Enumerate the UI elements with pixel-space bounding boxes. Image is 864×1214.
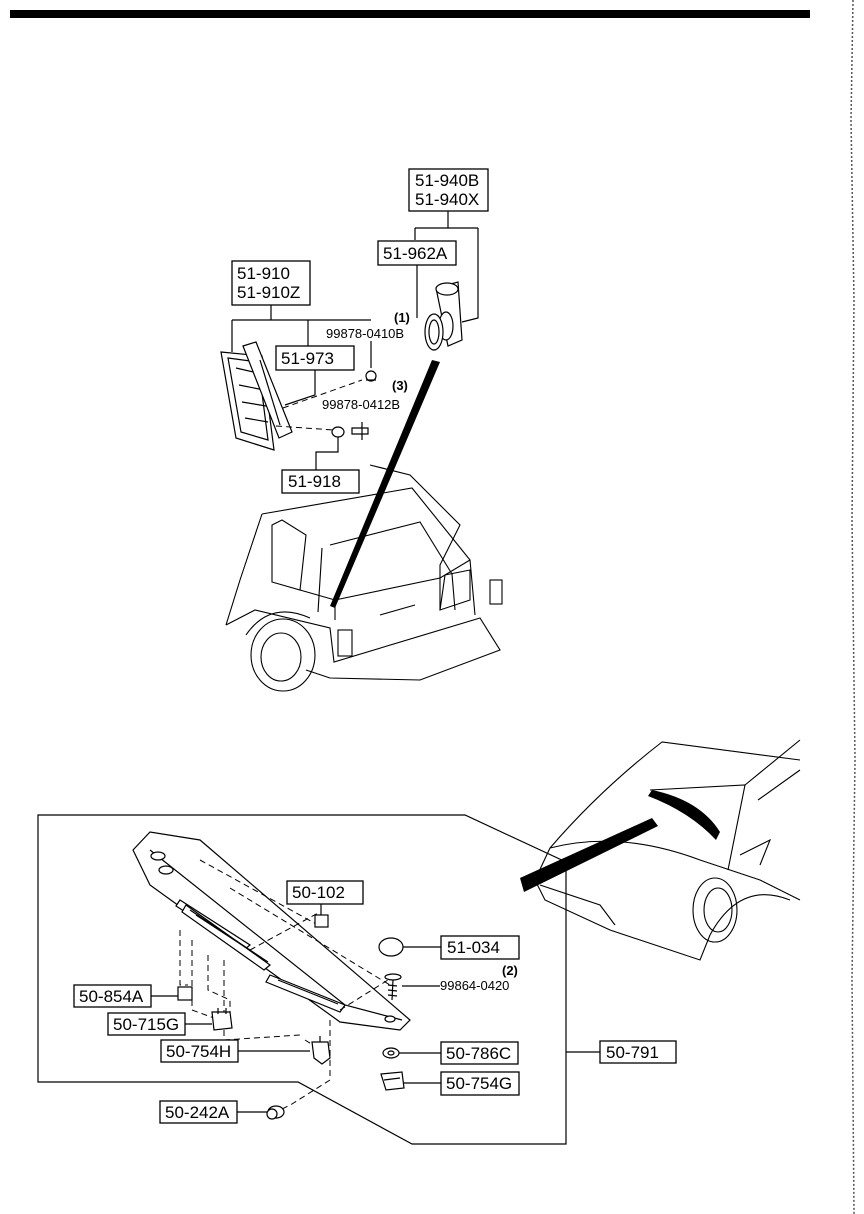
- cowl-grille-panel: [132, 831, 411, 1031]
- clip-51-918-icon: [331, 426, 345, 438]
- upper-assembly: 51-940B 51-940X 51-962A (1) 99878-0410B …: [220, 168, 503, 692]
- label-51-918[interactable]: 51-918: [281, 469, 360, 494]
- qty-1: (1): [394, 310, 410, 325]
- label-50-791-text: 50-791: [606, 1043, 659, 1062]
- bolt-0412-icon: [351, 422, 369, 440]
- part-50-854A-icon: [177, 986, 193, 1001]
- label-50-754H[interactable]: 50-754H: [160, 1039, 239, 1063]
- label-99878-0412B[interactable]: 99878-0412B: [322, 397, 400, 412]
- quarter-window: [220, 341, 293, 451]
- rear-car-illustration: [225, 464, 503, 692]
- bolt-0410-icon: [365, 370, 377, 382]
- qty-3: (3): [392, 378, 408, 393]
- label-50-786C-text: 50-786C: [446, 1044, 511, 1063]
- label-50-854A[interactable]: 50-854A: [73, 984, 152, 1008]
- label-51-973[interactable]: 51-973: [275, 345, 355, 371]
- label-51-918-text: 51-918: [288, 472, 341, 491]
- clip-50-754H-icon: [311, 1036, 331, 1065]
- qty-2: (2): [502, 963, 518, 978]
- label-51-034-text: 51-034: [447, 938, 500, 957]
- location-pointer: [330, 360, 440, 608]
- label-51-940-line1: 51-940B: [415, 171, 479, 190]
- label-50-715G-text: 50-715G: [113, 1015, 179, 1034]
- label-51-962A[interactable]: 51-962A: [377, 240, 457, 266]
- label-50-102-text: 50-102: [292, 883, 345, 902]
- label-50-715G[interactable]: 50-715G: [107, 1012, 186, 1036]
- page-right-edge: [850, 0, 856, 1214]
- label-50-754G-text: 50-754G: [446, 1074, 512, 1093]
- front-car-illustration: [534, 739, 801, 961]
- page-top-rule: [10, 10, 810, 18]
- plug-51-034-icon: [378, 937, 404, 957]
- label-50-242A[interactable]: 50-242A: [159, 1100, 238, 1124]
- label-50-754H-text: 50-754H: [166, 1042, 231, 1061]
- label-51-910-line1: 51-910: [237, 264, 290, 283]
- label-51-910-line2: 51-910Z: [237, 283, 300, 302]
- label-50-102[interactable]: 50-102: [286, 880, 364, 905]
- label-51-962A-text: 51-962A: [383, 244, 448, 263]
- label-50-754G[interactable]: 50-754G: [440, 1071, 520, 1096]
- label-50-791[interactable]: 50-791: [599, 1040, 677, 1064]
- part-50-102-icon: [314, 914, 329, 928]
- rear-vent-assembly: [424, 281, 463, 351]
- label-51-973-text: 51-973: [281, 349, 334, 368]
- label-99864-0420[interactable]: 99864-0420: [440, 978, 509, 993]
- label-99878-0410B[interactable]: 99878-0410B: [326, 326, 404, 341]
- lower-location-pointer: [520, 818, 658, 892]
- label-51-940[interactable]: 51-940B 51-940X: [408, 168, 489, 212]
- screw-99864-0420-icon: [384, 973, 402, 1001]
- assembly-bracket: [37, 814, 567, 1145]
- label-50-242A-text: 50-242A: [165, 1103, 230, 1122]
- cowl-highlight: [648, 790, 720, 840]
- label-51-034[interactable]: 51-034: [440, 935, 520, 960]
- label-50-786C[interactable]: 50-786C: [440, 1041, 519, 1065]
- clip-50-754G-icon: [380, 1071, 405, 1091]
- lower-assembly: 50-102 51-034 (2) 99864-0420 50-854A 50-: [37, 739, 801, 1145]
- clip-50-715G-icon: [211, 1008, 233, 1031]
- label-50-854A-text: 50-854A: [79, 987, 144, 1006]
- label-51-940-line2: 51-940X: [415, 190, 479, 209]
- plug-50-242A-icon: [266, 1105, 285, 1120]
- label-51-910[interactable]: 51-910 51-910Z: [231, 260, 311, 306]
